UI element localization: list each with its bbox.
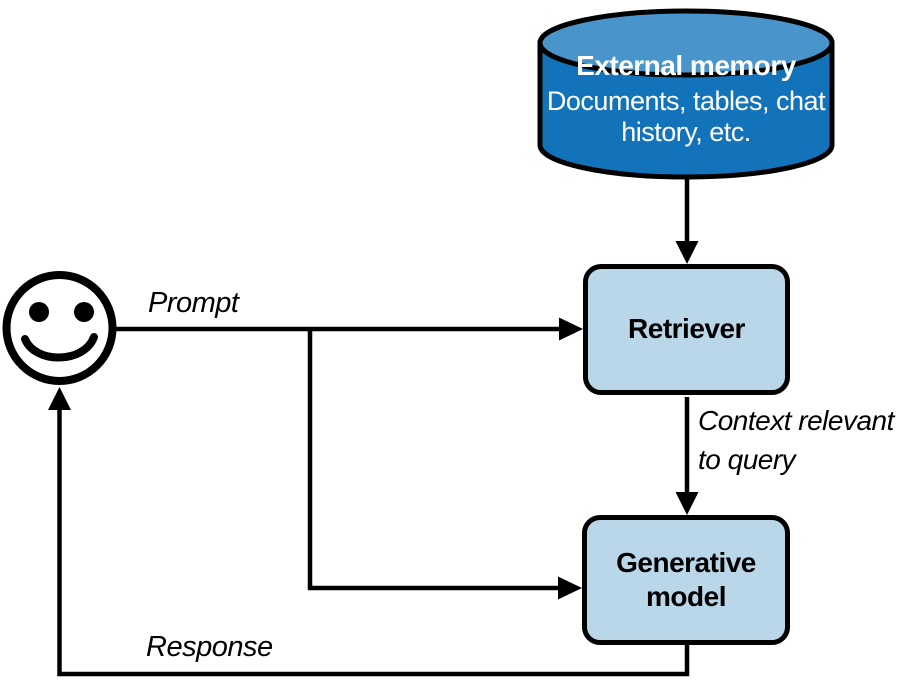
external-memory-title: External memory — [576, 50, 796, 81]
context-label: Context relevant to query — [698, 405, 894, 475]
external-memory-node: External memory Documents, tables, chat … — [546, 50, 826, 149]
retriever-node: Retriever — [583, 264, 790, 395]
memory-to-retriever-arrow — [675, 176, 699, 264]
response-arrow — [48, 387, 690, 677]
prompt-arrow — [116, 317, 583, 341]
user-smiley-icon — [2, 271, 117, 385]
generative-model-label: Generative model — [616, 546, 756, 612]
external-memory-subtitle: Documents, tables, chat history, etc. — [546, 86, 826, 148]
prompt-label: Prompt — [148, 287, 239, 319]
prompt-branch-arrow — [307, 327, 582, 600]
retriever-label: Retriever — [628, 313, 745, 345]
response-label: Response — [146, 631, 273, 663]
generative-model-node: Generative model — [582, 515, 790, 645]
database-cylinder-icon — [537, 8, 835, 180]
retriever-to-model-arrow — [675, 397, 699, 515]
